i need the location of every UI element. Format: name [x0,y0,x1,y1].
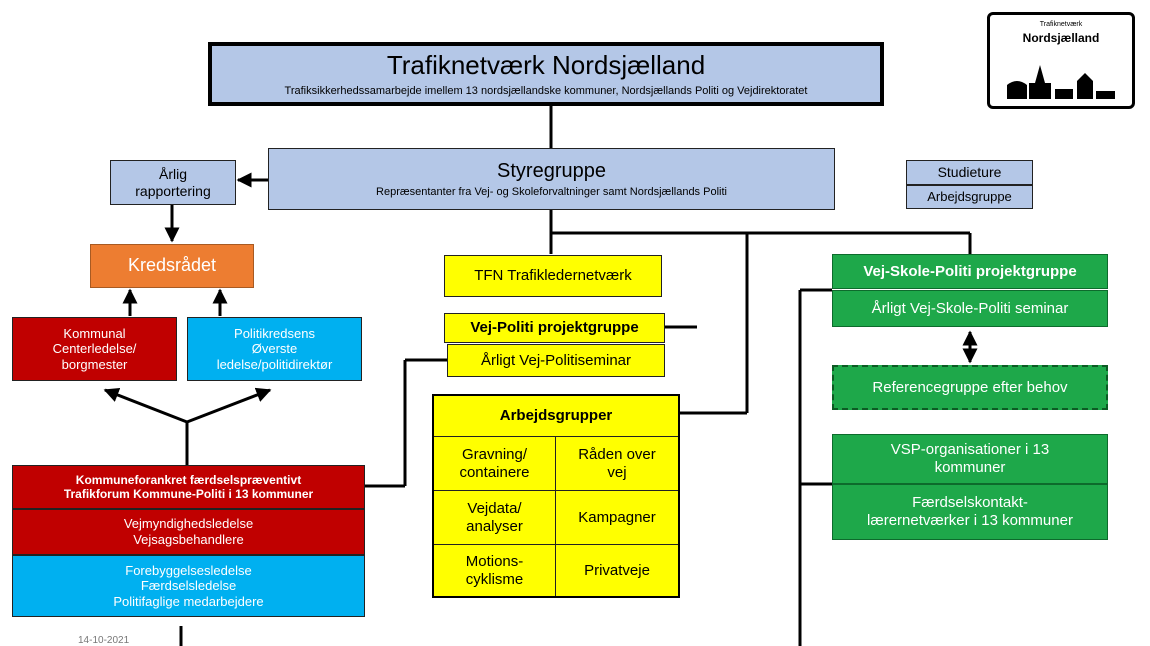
styregruppe-title: Styregruppe [497,159,606,182]
cell-motions: Motions- cyklisme [434,544,556,596]
studieture-box: Studieture [906,160,1033,185]
cell-raaden-line1: Råden over [578,445,656,463]
forebyggelse-line2: Færdselsledelse [140,578,237,594]
studieture-label: Studieture [937,164,1002,181]
cell-vejdata-line1: Vejdata/ [467,499,522,517]
aarlig-rapportering-box: Årlig rapportering [110,160,236,205]
aarlig-line2: rapportering [135,182,211,199]
cell-privatveje: Privatveje [556,544,678,596]
styregruppe-subtitle: Repræsentanter fra Vej- og Skoleforvaltn… [376,185,727,198]
tfn-box: TFN Trafikledernetværk [444,255,662,297]
kredsraadet-label: Kredsrådet [127,255,217,276]
kommuneforum-header-line1: Kommuneforankret færdselspræventivt [75,472,302,487]
logo: Trafiknetværk Nordsjælland [987,12,1135,109]
network-title-box: Trafiknetværk Nordsjælland Trafiksikkerh… [208,42,884,106]
network-subtitle: Trafiksikkerhedssamarbejde imellem 13 no… [284,84,808,97]
cell-vejdata: Vejdata/ analyser [434,490,556,544]
politikreds-line1: Politikredsens [234,325,315,341]
cell-raaden: Råden over vej [556,436,678,490]
cell-kampagner-line1: Kampagner [578,508,656,526]
logo-line1: Trafiknetværk [1039,21,1083,28]
network-title: Trafiknetværk Nordsjælland [386,50,706,81]
politikreds-box: Politikredsens Øverste ledelse/politidir… [187,317,362,381]
kommuneforum-header: Kommuneforankret færdselspræventivt Traf… [12,465,365,509]
vsp-seminar-box: Årligt Vej-Skole-Politi seminar [832,290,1108,327]
kredsraadet-box: Kredsrådet [90,244,254,288]
arbejdsgrupper-title: Arbejdsgrupper [499,407,613,424]
forebyggelse-box: Forebyggelsesledelse Færdselsledelse Pol… [12,555,365,617]
studieture-arbejdsgruppe-box: Arbejdsgruppe [906,185,1033,209]
city-silhouette-icon [1007,65,1115,99]
arbejdsgrupper-grid: Arbejdsgrupper Gravning/ containere Råde… [432,394,680,598]
kommunal-line3: borgmester [61,356,128,372]
studieture-arbejdsgruppe: Arbejdsgruppe [927,189,1012,205]
kommunal-line1: Kommunal [63,325,126,341]
cell-gravning: Gravning/ containere [434,436,556,490]
kommunal-box: Kommunal Centerledelse/ borgmester [12,317,177,381]
vejmyndighed-box: Vejmyndighedsledelse Vejsagsbehandlere [12,509,365,555]
cell-kampagner: Kampagner [556,490,678,544]
vejpoliti-seminar-box: Årligt Vej-Politiseminar [447,344,665,377]
vejpoliti-seminar: Årligt Vej-Politiseminar [480,351,632,369]
vejmyndighed-line2: Vejsagsbehandlere [133,532,244,547]
vsp-net-line2: lærernetværker i 13 kommuner [867,512,1073,529]
date-label: 14-10-2021 [78,635,130,646]
vejpoliti-title: Vej-Politi projektgruppe [470,319,639,336]
cell-gravning-line1: Gravning/ [461,445,528,463]
kommunal-line2: Centerledelse/ [52,341,137,357]
logo-line2: Nordsjælland [1022,31,1100,45]
vsp-title-box: Vej-Skole-Politi projektgruppe [832,254,1108,289]
politikreds-line3: ledelse/politidirektør [216,356,333,372]
cell-motions-line2: cyklisme [465,570,524,588]
politikreds-line2: Øverste [251,341,298,357]
vsp-net-box: Færdselskontakt- lærernetværker i 13 kom… [832,484,1108,540]
reference-label: Referencegruppe efter behov [872,378,1068,396]
styregruppe-box: Styregruppe Repræsentanter fra Vej- og S… [268,148,835,210]
tfn-label: TFN Trafikledernetværk [474,267,632,284]
vsp-org-line1: VSP-organisationer i 13 [890,441,1050,458]
vsp-org-line2: kommuner [934,459,1006,476]
cell-vejdata-line2: analyser [466,517,523,535]
vsp-title: Vej-Skole-Politi projektgruppe [863,262,1077,280]
forebyggelse-line3: Politifaglige medarbejdere [113,593,264,609]
cell-motions-line1: Motions- [465,552,524,570]
arbejdsgrupper-title-box: Arbejdsgrupper [434,396,678,436]
vejmyndighed-line1: Vejmyndighedsledelse [123,516,254,532]
forebyggelse-line1: Forebyggelsesledelse [125,562,252,578]
cell-gravning-line2: containere [459,463,530,481]
cell-raaden-line2: vej [607,463,627,481]
vsp-net-line1: Færdselskontakt- [912,494,1028,511]
vejpoliti-title-box: Vej-Politi projektgruppe [444,313,665,343]
aarlig-line1: Årlig [158,165,187,182]
cell-privatveje-line1: Privatveje [584,561,650,579]
vsp-seminar: Årligt Vej-Skole-Politi seminar [871,299,1069,317]
reference-box: Referencegruppe efter behov [832,365,1108,410]
kommuneforum-header-line2: Trafikforum Kommune-Politi i 13 kommuner [63,487,314,501]
vsp-org-box: VSP-organisationer i 13 kommuner [832,434,1108,484]
